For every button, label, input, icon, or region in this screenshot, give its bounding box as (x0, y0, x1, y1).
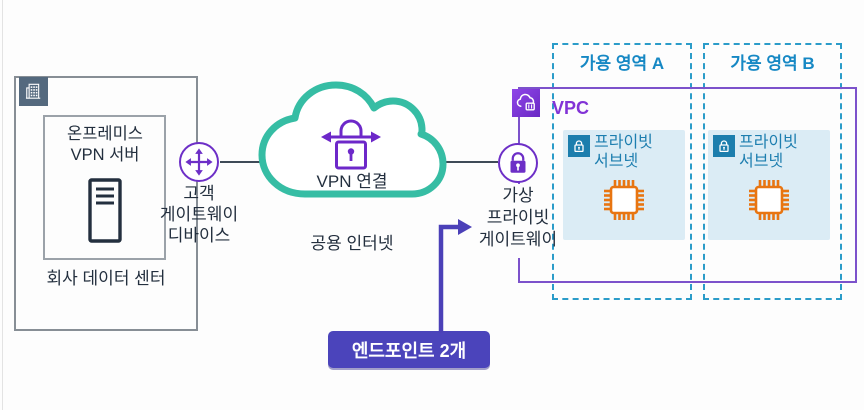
building-glyph (25, 83, 41, 99)
public-internet-label: 공용 인터넷 (310, 234, 394, 253)
cloud-outline (258, 81, 447, 198)
private-subnet-label: 프라이빗 서브넷 (594, 134, 653, 170)
endpoint-arrow (438, 219, 472, 333)
vpc-icon (512, 89, 540, 117)
lock-glyph (510, 152, 526, 173)
connector-internet-to-vgw (444, 161, 498, 163)
endpoint-callout: 엔드포인트 2개 (328, 331, 490, 368)
endpoint-callout-label: 엔드포인트 2개 (351, 340, 467, 361)
cloud-lock-glyph (516, 93, 535, 111)
vpc-label: VPC (552, 98, 590, 118)
onprem-vpn-server-label: 온프레미스 VPN 서버 (67, 125, 143, 164)
private-subnet-a: 프라이빗 서브넷 (563, 130, 685, 240)
cpu-chip-icon (749, 180, 789, 220)
private-subnet-icon (713, 135, 735, 157)
vpn-connection-label: VPN 연결 (316, 172, 388, 191)
corporate-data-center-box (14, 76, 198, 331)
availability-zone-b-box (703, 43, 842, 300)
availability-zone-a-box (552, 43, 692, 300)
availability-zone-b-label: 가용 영역 B (730, 54, 815, 73)
private-subnet-label: 프라이빗 서브넷 (739, 134, 798, 170)
internet-cloud (258, 81, 447, 198)
private-subnet-b: 프라이빗 서브넷 (708, 130, 830, 240)
connector-cgw-to-internet (220, 161, 266, 163)
private-subnet-icon (568, 135, 590, 157)
building-icon (19, 77, 48, 106)
lock-glyph (574, 140, 584, 153)
lock-glyph (719, 140, 729, 153)
canvas-edge-line (2, 0, 3, 410)
customer-gateway-icon (179, 142, 219, 182)
data-center-title: 회사 데이터 센터 (46, 269, 166, 288)
virtual-private-gateway-label: 가상 프라이빗 게이트웨이 (478, 186, 558, 249)
server-icon (88, 178, 122, 243)
cpu-chip-icon (604, 180, 644, 220)
virtual-private-gateway-icon (498, 143, 538, 183)
vpn-lock-icon (321, 119, 381, 170)
customer-gateway-label: 고객 게이트웨이 디바이스 (159, 184, 239, 245)
availability-zone-a-label: 가용 영역 A (579, 54, 665, 73)
vpc-border-mask (512, 184, 524, 258)
four-way-arrows-glyph (185, 148, 213, 176)
